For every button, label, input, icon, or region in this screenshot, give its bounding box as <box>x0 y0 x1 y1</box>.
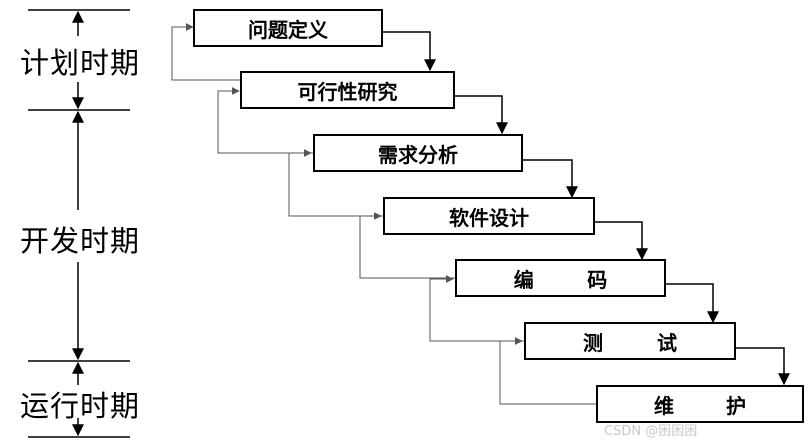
feedback-arrow-5 <box>429 275 524 342</box>
watermark-text: CSDN @困困困 <box>604 424 698 439</box>
forward-arrow-3 <box>523 159 578 199</box>
feedback-arrow-3 <box>288 149 383 217</box>
forward-arrow-5 <box>666 283 719 324</box>
stage-label: 问题定义 <box>248 17 328 42</box>
phase-label-development: 开发时期 <box>20 224 141 258</box>
stage-label-part-2: 试 <box>657 330 677 355</box>
phase-separators <box>28 9 130 438</box>
forward-arrow-6 <box>736 347 790 386</box>
stage-label-part-1: 测 <box>583 330 603 355</box>
stage-label-part-1: 维 <box>654 393 674 418</box>
feedback-arrow-2 <box>217 87 313 154</box>
stage-label-part-2: 码 <box>587 267 608 292</box>
stage-label-part-1: 编 <box>513 267 534 292</box>
forward-arrow-1 <box>383 31 436 72</box>
feedback-arrow-6 <box>499 337 596 405</box>
forward-flow-arrows <box>383 31 790 386</box>
stage-label-part-2: 护 <box>726 393 746 418</box>
phase-label-operation: 运行时期 <box>20 389 141 423</box>
forward-arrow-4 <box>595 221 648 261</box>
stage-box-software-design: 软件设计 <box>383 197 595 235</box>
stage-box-problem-definition: 问题定义 <box>193 9 383 47</box>
stage-label: 需求分析 <box>378 142 458 167</box>
feedback-arrow-4 <box>359 212 455 279</box>
feedback-arrow-1 <box>171 23 240 81</box>
stage-box-coding: 编 码 <box>455 259 666 297</box>
forward-arrow-2 <box>455 95 508 135</box>
stage-box-requirements-analysis: 需求分析 <box>313 134 523 172</box>
stage-box-testing: 测 试 <box>524 322 736 360</box>
stage-box-feasibility-study: 可行性研究 <box>240 71 455 109</box>
stage-box-maintenance: 维 护 <box>596 385 804 423</box>
stage-label: 软件设计 <box>449 205 529 230</box>
feedback-arrows <box>171 23 596 405</box>
stage-label: 可行性研究 <box>297 79 398 104</box>
phase-label-planning: 计划时期 <box>20 46 141 80</box>
